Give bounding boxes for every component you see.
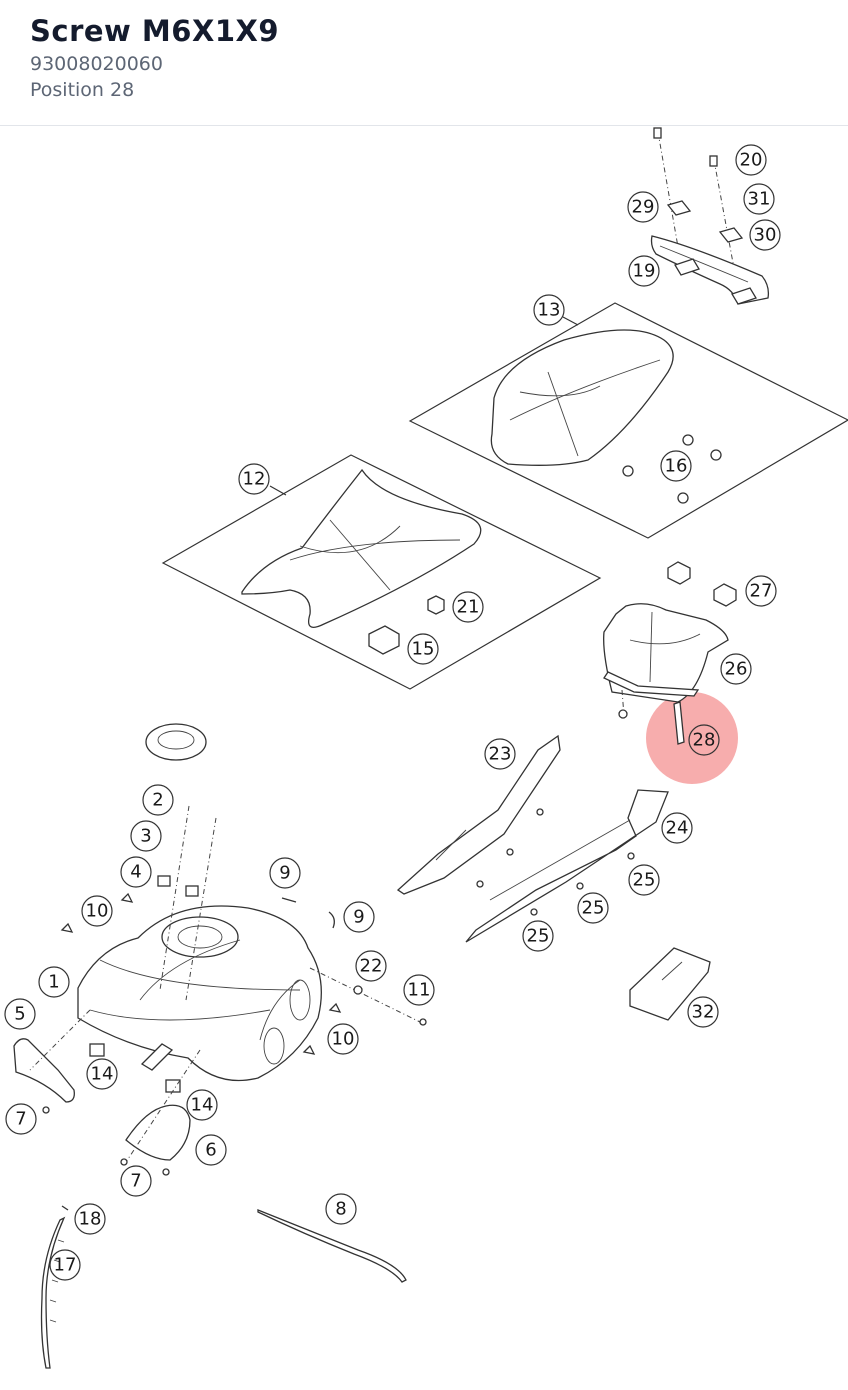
callout-label: 27 [750,581,773,602]
callout-25[interactable]: 25 [522,920,554,952]
callout-9[interactable]: 9 [343,901,375,933]
part-header: Screw M6X1X9 93008020060 Position 28 [0,0,848,126]
callout-label: 30 [754,225,777,246]
callout-28[interactable]: 28 [688,724,720,756]
callout-13[interactable]: 13 [533,294,565,326]
callout-11[interactable]: 11 [403,974,435,1006]
callout-label: 8 [335,1199,346,1220]
callout-6[interactable]: 6 [195,1134,227,1166]
callout-label: 17 [54,1255,77,1276]
callout-label: 11 [408,980,431,1001]
callout-label: 10 [86,901,109,922]
callout-7[interactable]: 7 [120,1165,152,1197]
callout-label: 14 [91,1064,114,1085]
callout-group: 20 29 31 30 19 13 16 12 21 15 27 26 28 2… [4,144,781,1281]
rear-frame-drawing [396,734,669,943]
callout-27[interactable]: 27 [745,575,777,607]
callout-label: 20 [740,150,763,171]
callout-14[interactable]: 14 [186,1089,218,1121]
callout-label: 18 [79,1209,102,1230]
callout-label: 29 [632,197,655,218]
callout-label: 1 [48,972,59,993]
callout-21[interactable]: 21 [452,591,484,623]
callout-23[interactable]: 23 [484,738,516,770]
highlight-marker [646,692,738,784]
callout-label: 9 [279,863,290,884]
callout-5[interactable]: 5 [4,998,36,1030]
callout-label: 3 [140,826,151,847]
callout-label: 7 [15,1109,26,1130]
callout-10[interactable]: 10 [81,895,113,927]
fuel-tank-drawing [13,723,427,1176]
callout-12[interactable]: 12 [238,463,270,495]
callout-18[interactable]: 18 [74,1203,106,1235]
callout-14[interactable]: 14 [86,1058,118,1090]
callout-label: 23 [489,744,512,765]
callout-label: 2 [152,790,163,811]
rear-seat-drawing [408,302,848,539]
grab-handle-drawing [650,127,770,305]
callout-29[interactable]: 29 [627,191,659,223]
part-position: Position 28 [30,79,135,101]
callout-label: 21 [457,597,480,618]
part-number: 93008020060 [30,53,163,75]
callout-label: 12 [243,469,266,490]
callout-19[interactable]: 19 [628,255,660,287]
callout-15[interactable]: 15 [407,633,439,665]
callout-label: 25 [527,926,550,947]
callout-label: 13 [538,300,561,321]
callout-label: 31 [748,189,771,210]
callout-label: 6 [205,1140,216,1161]
callout-label: 7 [130,1171,141,1192]
callout-label: 24 [666,818,689,839]
callout-label: 15 [412,639,435,660]
callout-label: 28 [693,730,716,751]
callout-32[interactable]: 32 [687,996,719,1028]
callout-4[interactable]: 4 [120,856,152,888]
callout-2[interactable]: 2 [142,784,174,816]
callout-16[interactable]: 16 [660,450,692,482]
callout-label: 5 [14,1004,25,1025]
callout-label: 32 [692,1002,715,1023]
rider-seat-drawing [161,454,602,690]
callout-3[interactable]: 3 [130,820,162,852]
callout-label: 19 [633,261,656,282]
part-title: Screw M6X1X9 [30,14,280,48]
callout-label: 25 [633,870,656,891]
callout-label: 22 [360,956,383,977]
callout-label: 14 [191,1095,214,1116]
callout-1[interactable]: 1 [38,966,70,998]
exploded-parts-diagram: 20 29 31 30 19 13 16 12 21 15 27 26 28 2… [4,127,848,1369]
callout-20[interactable]: 20 [735,144,767,176]
storage-compartment-drawing [603,561,737,745]
callout-31[interactable]: 31 [743,183,775,215]
hose-drawing [40,1205,407,1369]
callout-24[interactable]: 24 [661,812,693,844]
callout-25[interactable]: 25 [577,892,609,924]
callout-label: 10 [332,1029,355,1050]
callout-22[interactable]: 22 [355,950,387,982]
tool-kit-cover-drawing [629,947,711,1021]
callout-8[interactable]: 8 [325,1193,357,1225]
callout-25[interactable]: 25 [628,864,660,896]
callout-9[interactable]: 9 [269,857,301,889]
callout-label: 25 [582,898,605,919]
callout-10[interactable]: 10 [327,1023,359,1055]
callout-label: 4 [130,862,141,883]
callout-label: 26 [725,659,748,680]
callout-17[interactable]: 17 [49,1249,81,1281]
callout-30[interactable]: 30 [749,219,781,251]
callout-26[interactable]: 26 [720,653,752,685]
callout-label: 9 [353,907,364,928]
callout-7[interactable]: 7 [5,1103,37,1135]
callout-label: 16 [665,456,688,477]
